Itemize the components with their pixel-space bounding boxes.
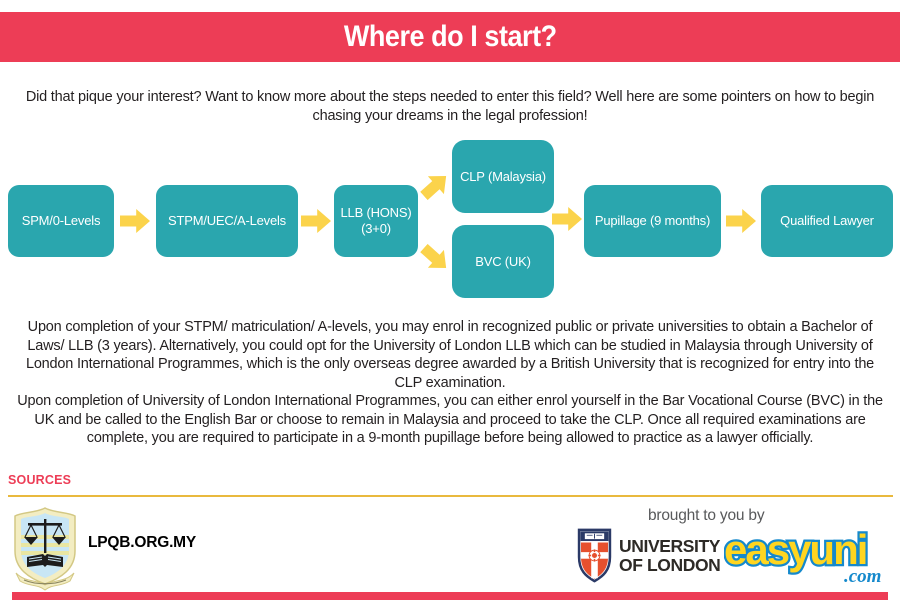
flow-step-clp: CLP (Malaysia) bbox=[452, 140, 554, 213]
footer-bar bbox=[12, 592, 888, 600]
easyuni-com-label: .com bbox=[844, 566, 881, 586]
uol-shield-icon bbox=[577, 528, 612, 583]
arrow-right-icon bbox=[552, 207, 582, 231]
flow-step-bvc: BVC (UK) bbox=[452, 225, 554, 298]
page-title: Where do I start? bbox=[343, 20, 557, 53]
brought-to-you-by-label: brought to you by bbox=[648, 507, 765, 524]
body-paragraph-2: Upon completion of University of London … bbox=[17, 393, 883, 446]
easyuni-logo: easyuni .com bbox=[724, 524, 881, 586]
easyuni-wordmark: easyuni bbox=[724, 526, 866, 573]
lpqb-crest-icon bbox=[14, 507, 76, 591]
flow-step-llb: LLB (HONS) (3+0) bbox=[334, 185, 418, 257]
uol-name: UNIVERSITY OF LONDON bbox=[619, 536, 721, 575]
gold-divider bbox=[8, 495, 893, 497]
arrow-right-icon bbox=[726, 209, 756, 233]
uol-name-line2: OF LONDON bbox=[619, 555, 721, 575]
arrow-right-icon bbox=[301, 209, 331, 233]
flow-step-pupillage: Pupillage (9 months) bbox=[584, 185, 721, 257]
sources-heading: SOURCES bbox=[8, 473, 72, 487]
flow-step-stpm: STPM/UEC/A-Levels bbox=[156, 185, 298, 257]
header-banner: Where do I start? bbox=[0, 12, 900, 62]
lpqb-site-label: LPQB.ORG.MY bbox=[88, 534, 197, 551]
body-paragraph-1: Upon completion of your STPM/ matriculat… bbox=[25, 319, 875, 391]
flow-step-qualified: Qualified Lawyer bbox=[761, 185, 893, 257]
university-of-london-logo: UNIVERSITY OF LONDON bbox=[577, 528, 721, 584]
uol-name-line1: UNIVERSITY bbox=[619, 536, 721, 556]
arrow-down-right-icon bbox=[416, 239, 454, 277]
arrow-right-icon bbox=[120, 209, 150, 233]
arrow-up-right-icon bbox=[416, 167, 454, 205]
intro-text: Did that pique your interest? Want to kn… bbox=[25, 89, 875, 124]
flow-step-spm: SPM/0-Levels bbox=[8, 185, 114, 257]
